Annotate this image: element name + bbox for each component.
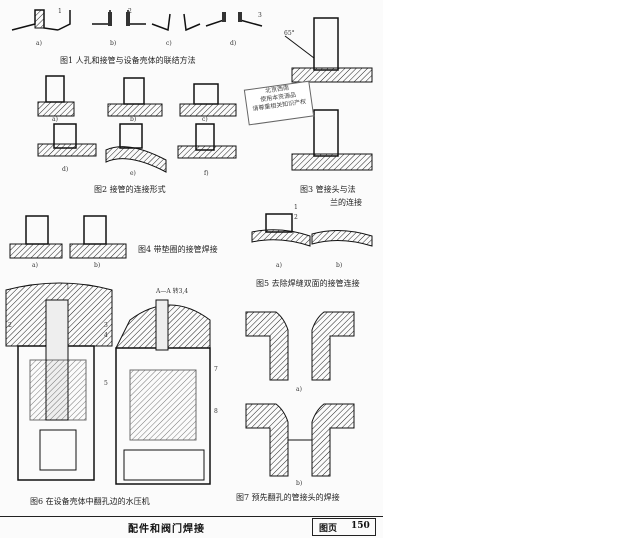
fig3-angle: 65°	[284, 30, 295, 37]
fig4-caption: 图4 带垫圈的接管焊接	[138, 245, 218, 254]
figure-6-drawing	[5, 282, 211, 485]
fig6-callout-7: 7	[214, 366, 218, 373]
fig1-part-c: c)	[166, 40, 172, 47]
scanned-page: a) b) c) d) 1 2 3 图1 人孔和接管与设备壳体的联结方法 65°…	[0, 8, 383, 539]
fig4-part-a: a)	[32, 262, 38, 269]
fig6-section-label: A—A 转3,4	[156, 288, 189, 295]
fig2-part-d: d)	[62, 166, 69, 173]
figure-4-drawing	[9, 215, 127, 259]
technical-drawings	[5, 9, 373, 485]
fig6-callout-8: 8	[214, 408, 218, 415]
fig2-part-c: c)	[202, 116, 208, 123]
fig7-part-b: b)	[296, 480, 303, 487]
page-footer: 配件和阀门焊接 图页 150	[0, 516, 383, 539]
fig4-part-b: b)	[94, 262, 101, 269]
fig1-callout-2: 2	[128, 8, 132, 15]
fig5-part-a: a)	[276, 262, 282, 269]
footer-title: 配件和阀门焊接	[128, 524, 205, 535]
figure-3-drawing	[284, 17, 373, 171]
fig1-callout-3: 3	[258, 12, 262, 19]
fig1-part-a: a)	[36, 40, 42, 47]
fig1-caption: 图1 人孔和接管与设备壳体的联结方法	[60, 56, 196, 65]
fig5-part-b: b)	[336, 262, 343, 269]
fig2-part-a: a)	[52, 116, 58, 123]
fig2-part-b: b)	[130, 116, 137, 123]
fig6-callout-5: 5	[104, 380, 108, 387]
figure-2-drawing	[37, 75, 237, 173]
page-label: 图页	[319, 524, 338, 534]
fig3-caption-line2: 兰的连接	[330, 198, 362, 207]
fig6-callout-3: 3	[104, 322, 108, 329]
fig6-callout-2: 2	[8, 322, 12, 329]
page-number-box: 图页 150	[312, 518, 376, 536]
fig6-caption: 图6 在设备壳体中翻孔边的水压机	[30, 497, 150, 506]
fig5-callout-1: 1	[294, 204, 298, 211]
figure-7-drawing	[245, 311, 355, 477]
fig1-part-b: b)	[110, 40, 117, 47]
fig6-callout-4: 4	[104, 332, 108, 339]
fig1-callout-1: 1	[58, 8, 62, 15]
fig5-callout-2: 2	[294, 214, 298, 221]
fig1-part-d: d)	[230, 40, 237, 47]
fig2-part-f: f)	[204, 170, 209, 177]
fig7-part-a: a)	[296, 386, 302, 393]
fig5-caption: 图5 去除焊缝双面的接管连接	[256, 279, 360, 288]
fig2-part-e: e)	[130, 170, 136, 177]
fig2-caption: 图2 接管的连接形式	[94, 185, 166, 194]
figure-5-drawing	[251, 213, 373, 247]
page-number: 150	[351, 521, 370, 531]
fig6-callout-1: 1	[66, 284, 70, 291]
fig7-caption: 图7 预先翻孔的管接头的焊接	[236, 493, 340, 502]
fig3-caption-line1: 图3 管接头与法	[300, 185, 356, 194]
figure-1-drawing	[11, 9, 263, 32]
